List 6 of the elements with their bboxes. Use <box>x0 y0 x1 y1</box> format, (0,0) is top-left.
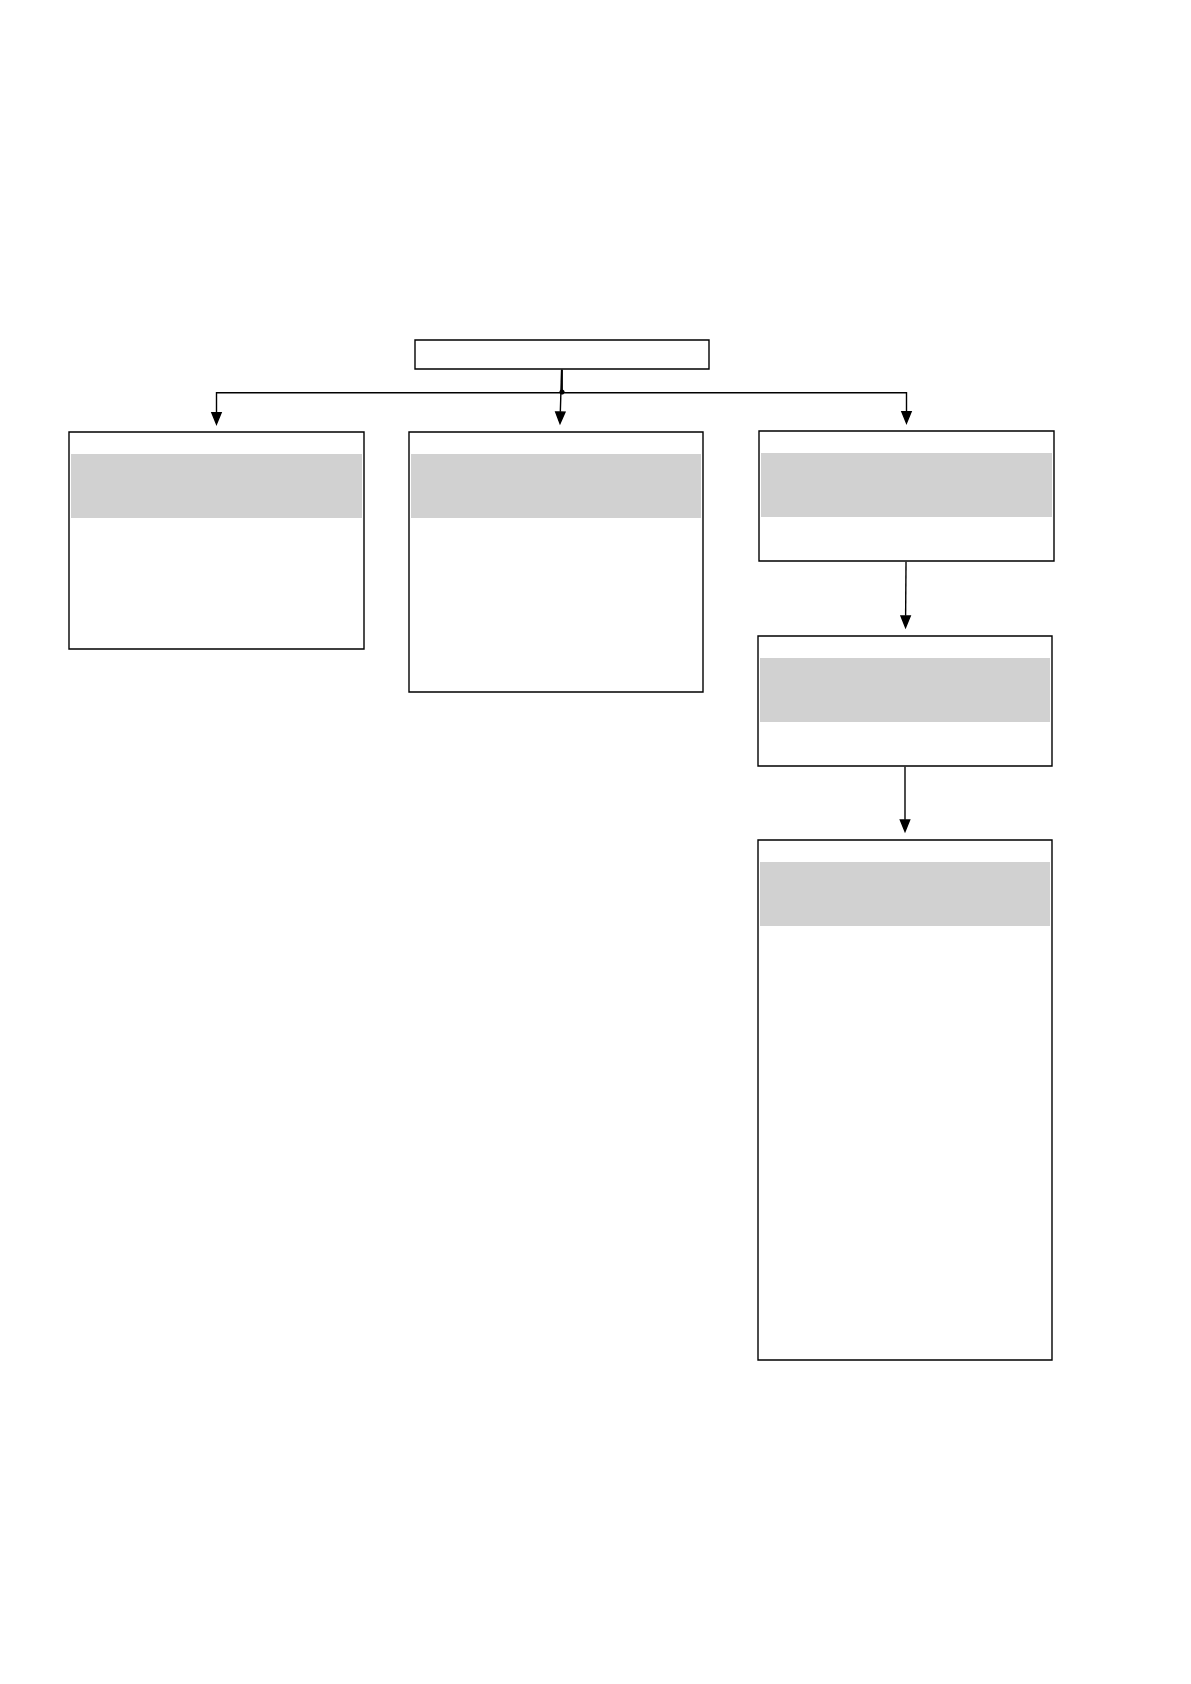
process-box <box>68 431 365 650</box>
process-box <box>757 635 1053 767</box>
process-box <box>758 430 1055 562</box>
process-box <box>414 339 710 370</box>
process-box <box>408 431 704 693</box>
process-box <box>757 839 1053 1361</box>
